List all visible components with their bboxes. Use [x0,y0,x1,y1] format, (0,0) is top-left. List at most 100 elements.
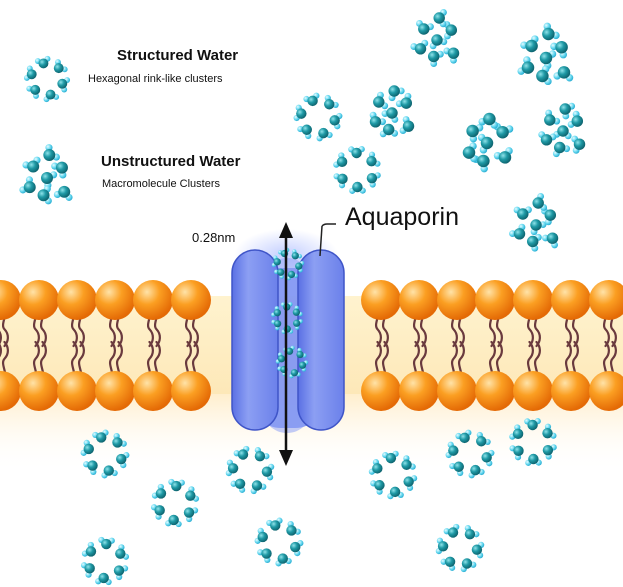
water-molecule [183,507,199,523]
water-molecule [80,562,95,578]
structured-water-cluster [275,345,309,379]
lipid-head-upper [513,280,553,320]
lipid-head-upper [399,280,439,320]
lipid-head-lower [171,371,211,411]
water-molecule [250,480,267,495]
water-molecule [98,536,115,550]
channel-left-helix [231,249,279,431]
water-molecule [348,146,365,159]
water-molecule [53,59,68,74]
water-molecule [22,156,41,173]
water-molecule [493,147,513,164]
unstructured-water-cluster [19,144,73,205]
unstructured-water-cluster [517,22,574,86]
aquaporin-callout-line [321,223,336,227]
water-molecule [366,172,381,188]
lipid-head-lower [95,371,135,411]
aquaporin-channel [231,222,345,466]
water-molecule [150,504,165,520]
water-molecule [349,181,366,194]
water-molecule [571,135,586,154]
water-molecule [266,517,283,531]
water-molecule [41,171,58,189]
water-molecule [559,102,576,120]
water-molecule [274,268,285,279]
water-molecule [316,127,333,142]
lipid-head-lower [399,371,439,411]
channel-right-helix [297,249,345,431]
water-clusters [19,9,586,586]
water-molecule [379,123,399,138]
unstructured-water-cluster [410,9,460,67]
water-molecule [552,141,571,158]
water-molecule [324,94,339,110]
water-molecule [524,418,541,431]
water-molecule [530,219,547,236]
lipid-heads-lower [0,371,623,411]
water-molecule [567,110,584,128]
lipid-head-lower [361,371,401,411]
water-molecule [373,91,389,110]
water-molecule [112,432,127,448]
water-molecule [464,525,480,540]
structured-water-cluster [271,302,303,334]
water-molecule [399,116,415,135]
water-molecule [520,35,539,53]
water-molecule [51,161,68,179]
water-molecule [553,66,574,82]
water-molecule [116,452,130,469]
unstructured-water-subtitle: Macromolecule Clusters [102,178,220,190]
water-molecule [303,92,320,107]
water-molecule [478,112,498,129]
water-molecule [289,369,301,379]
water-molecule [19,176,36,194]
water-molecule [513,206,532,220]
structured-water-cluster [23,55,71,103]
water-molecule [225,459,239,477]
water-molecule [410,39,429,55]
water-molecule [257,548,272,564]
unstructured-water-cluster [538,102,586,158]
water-molecule [83,460,98,476]
water-molecule [115,544,130,560]
water-molecule [526,233,542,252]
lipid-head-upper [437,280,477,320]
water-molecule [233,445,250,460]
water-molecule [57,77,71,93]
water-molecule [509,445,524,461]
water-molecule [333,152,348,168]
lipid-head-lower [437,371,477,411]
unstructured-water-cluster [462,112,514,173]
structured-water-title: Structured Water [117,47,239,64]
water-molecule [401,455,416,470]
water-molecule [542,444,557,460]
water-molecule [275,352,286,364]
water-molecule [53,185,73,201]
water-molecule [254,527,268,544]
water-molecule [368,459,383,475]
lipid-head-upper [589,280,623,320]
water-molecule [165,514,182,528]
water-molecule [369,111,386,128]
water-molecule [429,34,448,50]
aquaporin-callout-leader [319,225,323,257]
water-molecule [275,553,292,567]
water-molecule [298,360,309,372]
water-molecule [37,185,52,205]
lipid-head-upper [551,280,591,320]
water-molecule [168,478,185,492]
water-molecule [466,124,484,143]
water-molecule [261,463,275,481]
water-molecule [80,439,94,456]
lipid-head-upper [133,280,173,320]
water-molecule [43,144,60,161]
water-molecule [468,464,485,479]
lipid-head-lower [0,371,21,411]
water-molecule [34,55,51,69]
water-molecule [553,125,572,140]
water-molecule [95,572,112,586]
water-molecule [538,131,557,146]
structured-water-cluster [333,146,381,194]
